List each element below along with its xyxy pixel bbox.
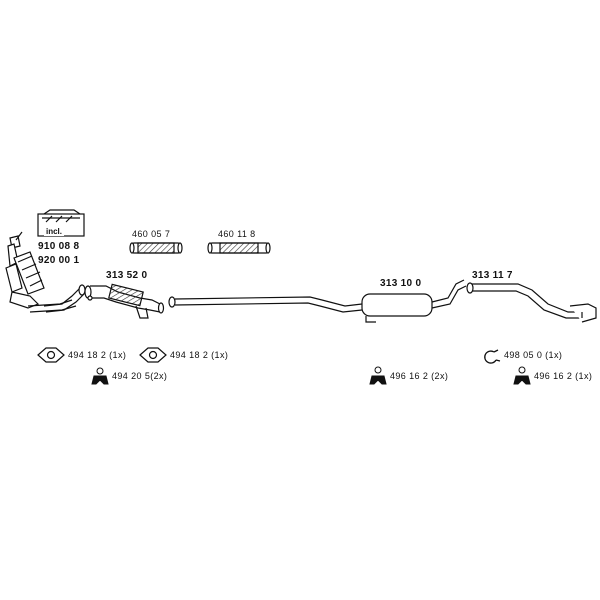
rubber-mount-icon (91, 367, 109, 385)
part-middle-silencer: 313 10 0 (380, 278, 422, 289)
middle-silencer-313100 (361, 279, 467, 323)
part-flex-pipe-1: 460 05 7 (132, 229, 171, 239)
rear-pipe-313117 (466, 282, 597, 323)
kit-part-b: 920 00 1 (38, 255, 80, 266)
part-front-pipe: 313 52 0 (106, 270, 148, 281)
acc-rubber-mount-2: 496 16 2 (2x) (390, 371, 449, 381)
flex-pipe-460118 (207, 242, 271, 254)
part-flex-pipe-2: 460 11 8 (218, 229, 256, 239)
gasket-icon (37, 347, 65, 363)
part-rear-pipe: 313 11 7 (472, 270, 513, 281)
acc-rubber-mount-1: 494 20 5(2x) (112, 371, 168, 381)
kit-incl-label: incl. (44, 227, 65, 236)
acc-rubber-mount-3: 496 16 2 (1x) (534, 371, 593, 381)
front-pipe-section (43, 284, 86, 313)
front-pipe-313520 (84, 283, 165, 319)
acc-gasket-2: 494 18 2 (1x) (170, 350, 229, 360)
acc-gasket-1: 494 18 2 (1x) (68, 350, 127, 360)
catalytic-converter (5, 231, 77, 313)
rubber-mount-icon (369, 366, 387, 385)
rubber-mount-icon (513, 366, 531, 385)
acc-ring-clamp: 498 05 0 (1x) (504, 350, 563, 360)
kit-part-a: 910 08 8 (38, 241, 80, 252)
flex-pipe-460057 (129, 242, 183, 254)
ring-clamp-icon (484, 349, 501, 364)
gasket-icon (139, 347, 167, 363)
middle-pipe (168, 296, 363, 313)
